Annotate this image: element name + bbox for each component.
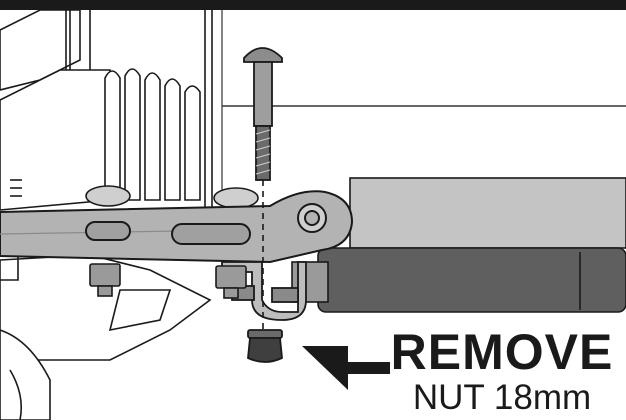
flange-nut bbox=[247, 329, 283, 363]
hex-nuts-installed bbox=[89, 263, 247, 299]
shock-absorber bbox=[291, 177, 626, 313]
carriage-bolt bbox=[243, 47, 283, 181]
arrow-pointing-to-nut-icon bbox=[302, 346, 390, 390]
lower-bracket bbox=[0, 179, 212, 420]
remove-callout: REMOVE bbox=[390, 324, 614, 380]
shock-upper-tube bbox=[349, 177, 626, 249]
swing-arm bbox=[0, 190, 354, 264]
nut-size-label: NUT 18mm bbox=[412, 378, 592, 417]
arm-top-bumps bbox=[85, 185, 259, 209]
engine-housing bbox=[0, 9, 213, 260]
arm-slot-right bbox=[171, 223, 251, 245]
cooling-fins bbox=[104, 68, 201, 201]
arm-slot-left bbox=[85, 221, 131, 241]
top-border bbox=[0, 0, 626, 10]
bolt-head bbox=[243, 47, 283, 63]
bolt-shank bbox=[253, 61, 273, 127]
